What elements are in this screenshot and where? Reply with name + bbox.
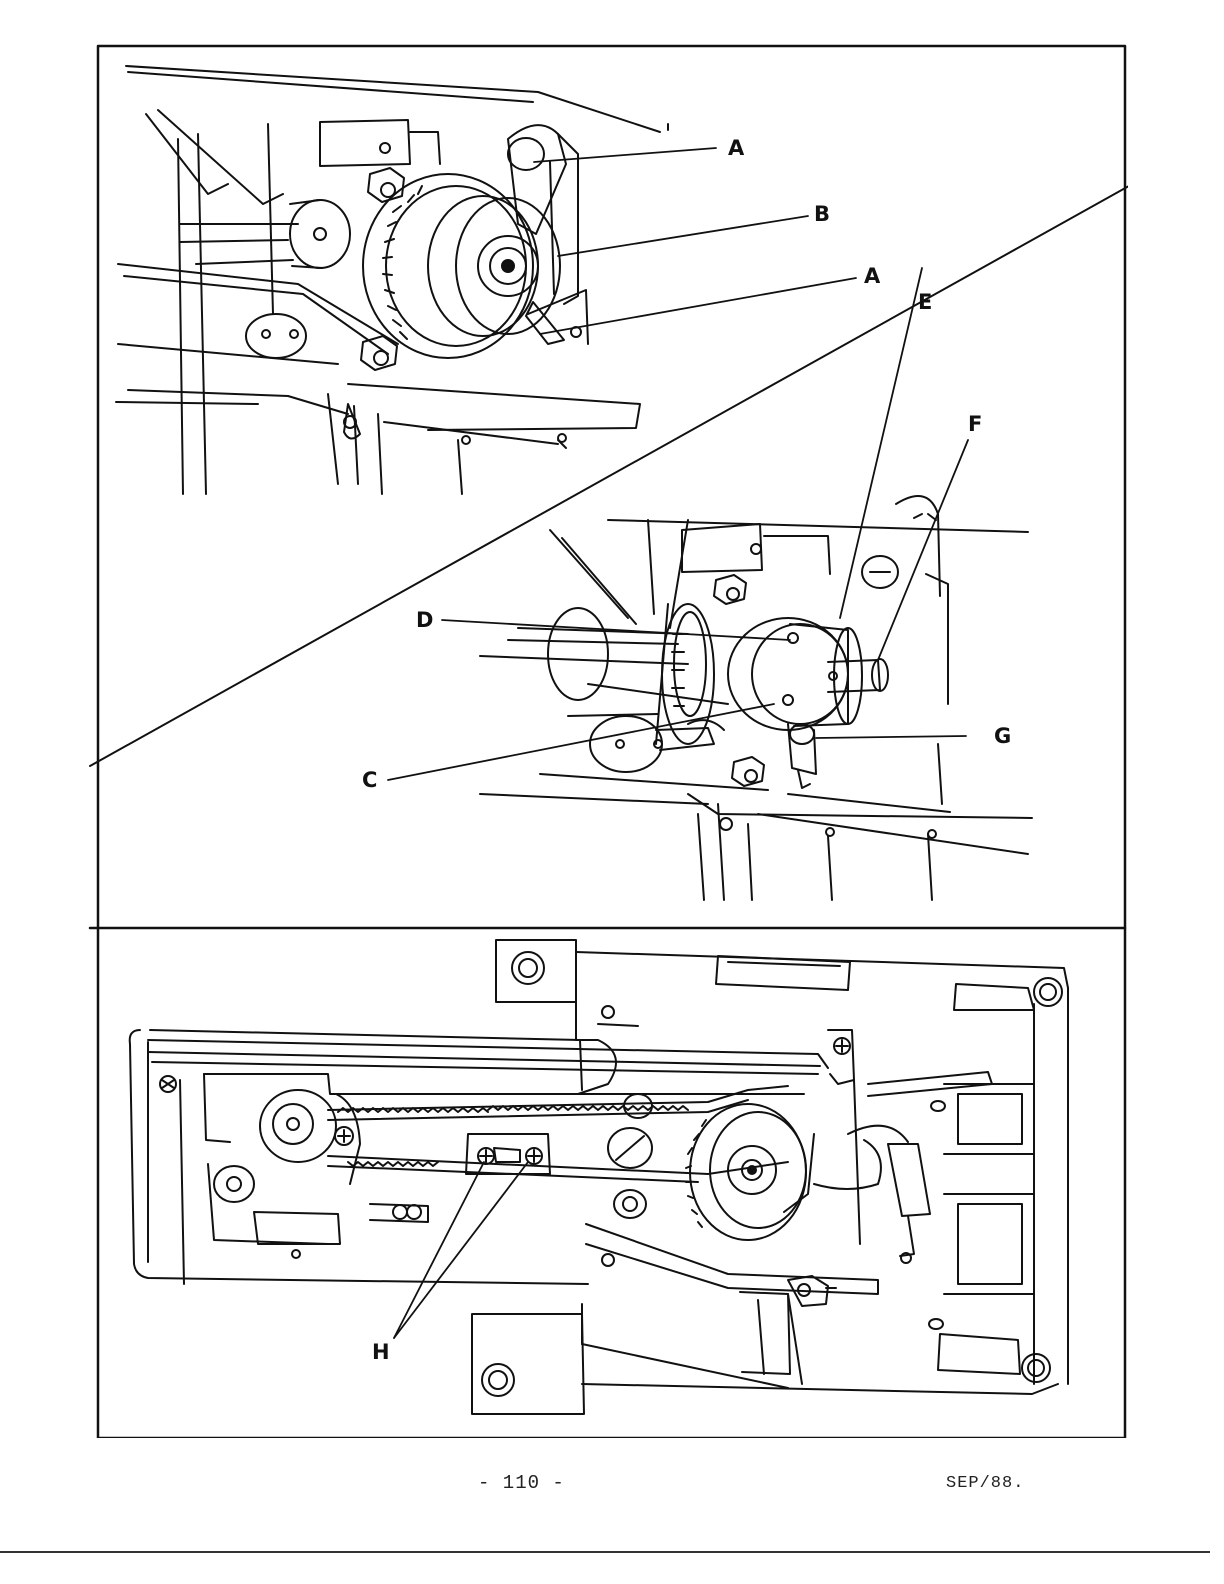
middle-leaders [387,267,969,781]
technical-illustration: A B A E F D C G H [88,44,1128,1438]
callout-label-c: C [362,768,378,792]
callout-label-g: G [994,724,1012,748]
adjustment-view [479,495,1033,901]
footer-rule [0,1551,1210,1553]
belt-layout-view [128,939,1069,1415]
upper-pulley-view [115,65,669,495]
callout-label-f: F [968,412,983,436]
lower-leaders [393,1161,529,1339]
revision-date: SEP/88. [946,1474,1025,1493]
callout-label-d: D [416,608,434,632]
upper-leaders [533,147,857,335]
callout-label-a-upper: A [728,136,745,160]
page-number: - 110 - [478,1472,565,1494]
callout-label-h: H [372,1340,390,1364]
diagonal-divider [89,185,1128,767]
callout-label-e: E [918,290,933,314]
callout-label-b: B [814,202,831,226]
figure-border [96,44,1127,1438]
callout-label-a-lower: A [864,264,881,288]
illustration-drawing [88,44,1128,1438]
